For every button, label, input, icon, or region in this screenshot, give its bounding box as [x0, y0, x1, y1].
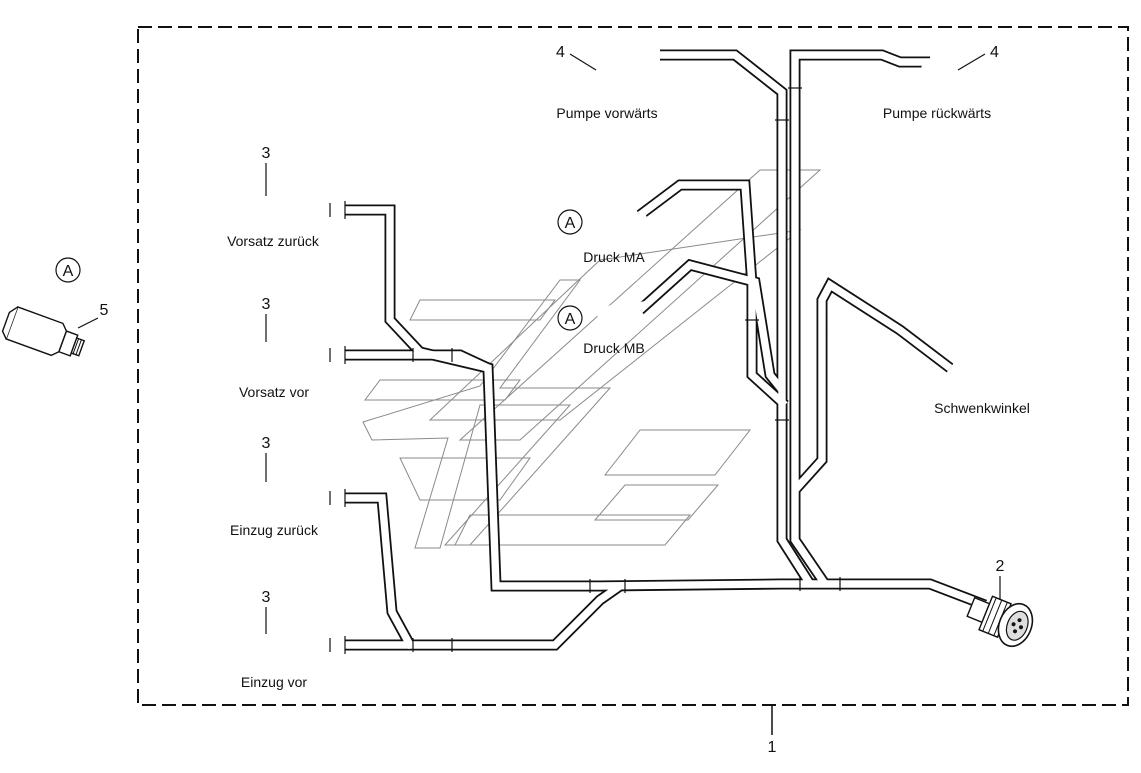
einzug-vor-label: Einzug vor — [241, 674, 307, 690]
assembly-boundary-box — [137, 26, 1129, 706]
pressure-sensor-part5[interactable] — [0, 305, 87, 364]
druck-mb-label: Druck MB — [583, 340, 644, 356]
part5-callout: 5 — [100, 302, 109, 319]
sensor-callout-4: 3 — [262, 589, 271, 606]
detail-mark-a-ma-text: A — [565, 215, 576, 232]
schwenkwinkel-label: Schwenkwinkel — [934, 400, 1030, 416]
swivel-angle-connector[interactable] — [948, 353, 1005, 397]
harness-wiring-inner — [345, 51, 987, 649]
sensor-connector-vorsatz-zurueck[interactable] — [248, 196, 302, 224]
einzug-zurueck-label: Einzug zurück — [230, 522, 319, 538]
pump-reverse-callout: 4 — [990, 44, 999, 61]
plug-callout: 2 — [996, 558, 1005, 575]
vorsatz-vor-label: Vorsatz vor — [239, 384, 309, 400]
detail-mark-a-part5 — [55, 257, 81, 283]
detail-mark-a-ma — [557, 209, 583, 235]
pump-forward-label: Pumpe vorwärts — [556, 105, 657, 121]
druck-ma-label: Druck MA — [583, 249, 645, 265]
pump-reverse-connector[interactable] — [917, 58, 973, 95]
sensor-callout-2: 3 — [262, 296, 271, 313]
sensor-callout-3: 3 — [262, 435, 271, 452]
harness-junction-marks — [329, 87, 841, 654]
vorsatz-zurueck-label: Vorsatz zurück — [227, 233, 320, 249]
detail-mark-a-mb-text: A — [565, 311, 576, 328]
harness-wiring — [345, 49, 987, 651]
detail-mark-a-part5-text: A — [63, 263, 74, 280]
sensor-connector-vorsatz-vor[interactable] — [248, 341, 302, 369]
pressure-connector-mb[interactable] — [595, 292, 651, 333]
detail-mark-a-mb — [557, 305, 583, 331]
pump-reverse-label: Pumpe rückwärts — [883, 105, 991, 121]
sensor-connector-einzug-vor[interactable] — [248, 634, 302, 662]
sensor-connector-einzug-zurueck[interactable] — [248, 481, 302, 509]
pump-forward-callout: 4 — [556, 44, 565, 61]
sensor-callout-1: 3 — [262, 145, 271, 162]
main-round-plug[interactable] — [963, 587, 1039, 652]
pump-forward-connector[interactable] — [589, 57, 645, 96]
assembly-number-label: 1 — [768, 739, 777, 756]
